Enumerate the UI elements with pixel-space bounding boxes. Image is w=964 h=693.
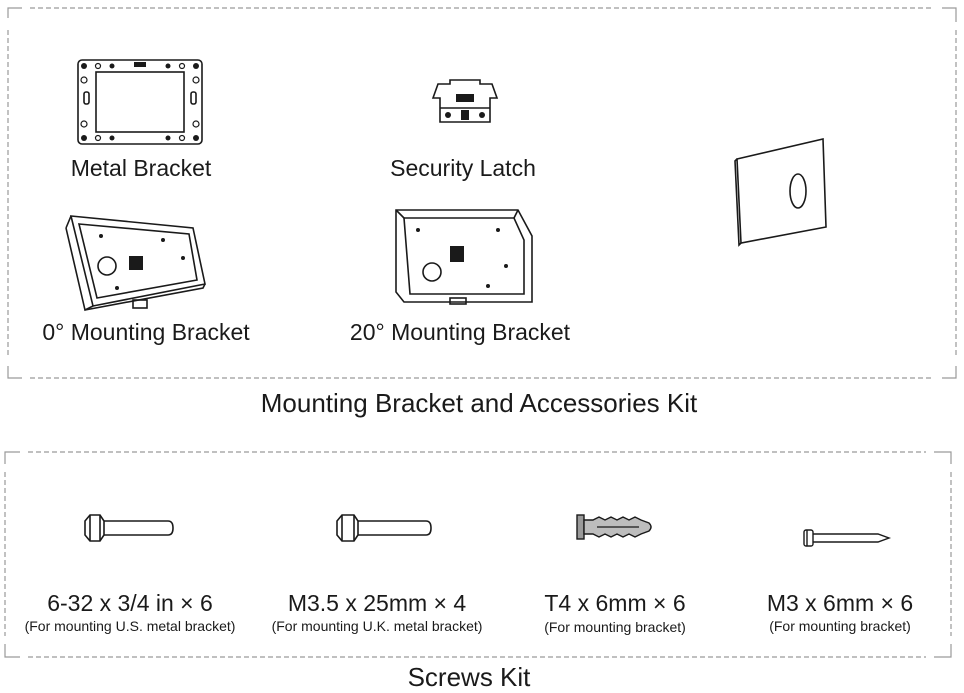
zero-degree-bracket-image [63,210,209,312]
screw-m3-note: (For mounting bracket) [769,618,911,634]
zero-degree-bracket-label: 0° Mounting Bracket [42,319,250,345]
screw-6-32-spec: 6-32 x 3/4 in × 6 [47,590,213,616]
anchor-t4-spec: T4 x 6mm × 6 [544,590,686,616]
screw-6-32-image [82,513,176,543]
metal-bracket-image [76,58,204,146]
screws-frame [4,451,952,658]
accessories-frame [7,7,957,379]
cover-plate-image [733,135,829,247]
accessories-kit-title: Mounting Bracket and Accessories Kit [260,388,698,418]
screw-m3-5-image [334,513,434,543]
screw-m3-image [802,527,892,549]
anchor-t4-image [575,513,655,541]
security-latch-label: Security Latch [390,155,536,181]
security-latch-image [430,78,500,128]
screw-m3-spec: M3 x 6mm × 6 [766,590,914,616]
screw-6-32-note: (For mounting U.S. metal bracket) [24,618,236,634]
screw-m3-5-note: (For mounting U.K. metal bracket) [271,618,483,634]
anchor-t4-note: (For mounting bracket) [544,619,686,635]
metal-bracket-label: Metal Bracket [70,155,212,181]
screw-m3-5-spec: M3.5 x 25mm × 4 [287,590,467,616]
twenty-degree-bracket-image [390,206,540,306]
screws-kit-title: Screws Kit [407,662,531,692]
twenty-degree-bracket-label: 20° Mounting Bracket [349,319,571,345]
